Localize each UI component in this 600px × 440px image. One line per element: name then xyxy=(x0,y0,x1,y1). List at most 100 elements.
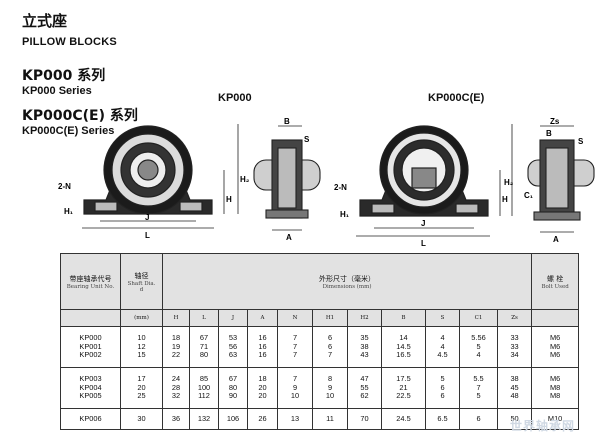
cell-l: 132 xyxy=(189,407,219,431)
cell-value: 80 xyxy=(199,350,209,360)
cell-value: 35 xyxy=(360,333,369,343)
series-kp000c-chinese: KP000C(E) 系列 xyxy=(22,108,138,124)
cell-value: 7 xyxy=(292,350,298,360)
cell-value: 6 xyxy=(327,341,333,351)
cell-value: 33 xyxy=(510,333,519,343)
kp000-side-view xyxy=(253,125,321,231)
cell-value: 20 xyxy=(137,382,146,392)
cell-value: 17.5 xyxy=(396,373,411,383)
cell-value: 62 xyxy=(360,391,369,401)
cell-value: 4 xyxy=(440,333,445,343)
cell-d: 30 xyxy=(120,407,163,431)
series-kp000-english: KP000 Series xyxy=(22,85,92,97)
series-kp000c-english: KP000C(E) Series xyxy=(22,125,115,137)
cell-value: 34 xyxy=(510,350,519,360)
cell-value: 28 xyxy=(171,382,181,392)
cell-value: KP004 xyxy=(79,382,102,392)
cell-value: 14 xyxy=(399,333,408,343)
cell-value: 7 xyxy=(327,350,333,360)
cell-value: 43 xyxy=(360,350,369,360)
cell-value: 14.5 xyxy=(396,341,411,351)
header-bolt: 螺 栓 Bolt Used xyxy=(531,253,580,310)
cell-value: 38 xyxy=(360,341,369,351)
units-cell: B xyxy=(381,309,426,327)
cell-value: 5.5 xyxy=(473,373,484,383)
cell-value: 4 xyxy=(476,350,481,360)
units-cell-blank xyxy=(60,309,121,327)
units-cell: H2 xyxy=(347,309,382,327)
cell-value: 56 xyxy=(228,341,238,351)
units-cell: H1 xyxy=(312,309,348,327)
dim-h2: H₂ xyxy=(240,175,250,184)
cell-value: 9 xyxy=(292,382,298,392)
units-cell: J xyxy=(218,309,248,327)
cell-value: M6 xyxy=(549,333,561,343)
cell-value: 22.5 xyxy=(396,391,411,401)
cell-value: 10 xyxy=(290,391,300,401)
dim-h-c: H xyxy=(502,195,508,204)
cell-value: 16.5 xyxy=(396,350,411,360)
cell-value: 18 xyxy=(171,333,181,343)
header-dimensions: 外形尺寸（毫米） Dimensions (mm) xyxy=(161,253,533,310)
dim-b-right: B xyxy=(546,129,552,138)
cell-value: M6 xyxy=(549,373,561,383)
cell-value: 32 xyxy=(171,391,181,401)
cell-value: 24 xyxy=(171,373,181,383)
cell-value: 25 xyxy=(137,391,146,401)
dim-l-c: L xyxy=(421,239,426,248)
dim-zs: Zs xyxy=(550,117,560,126)
cell-s: 6.5 xyxy=(425,407,460,431)
drawing-title-kp000c: KP000C(E) xyxy=(428,92,485,104)
units-cell: S xyxy=(425,309,460,327)
cell-a: 26 xyxy=(247,407,278,431)
header-unit-no: 带座轴承代号 Bearing Unit No. xyxy=(60,253,121,310)
cell-n: 13 xyxy=(277,407,313,431)
dim-s-left: S xyxy=(304,135,310,144)
cell-value: 38 xyxy=(510,373,519,383)
cell-zs: 50 xyxy=(496,407,533,431)
cell-value: 16 xyxy=(258,341,267,351)
cell-j: 106 xyxy=(218,407,248,431)
dim-b-left: B xyxy=(284,117,290,126)
cell-value: 5 xyxy=(476,341,481,351)
cell-b: 24.5 xyxy=(381,407,426,431)
cell-value: 5 xyxy=(476,391,481,401)
dim-a-right: A xyxy=(553,235,559,244)
dim-h1: H₁ xyxy=(64,207,74,216)
cell-value: 63 xyxy=(228,350,238,360)
cell-value: 7 xyxy=(292,373,298,383)
kp000c-front-view xyxy=(356,124,513,237)
cell-value: 19 xyxy=(171,341,181,351)
cell-bolt: M10 xyxy=(531,407,580,431)
cell-value: M8 xyxy=(549,382,561,392)
cell-value: 112 xyxy=(198,391,210,401)
dim-h: H xyxy=(226,195,232,204)
header-shaft-dia: 轴径 Shaft Dia. d xyxy=(120,253,163,310)
watermark: 世界轴承网 xyxy=(509,419,575,433)
cell-value: 12 xyxy=(137,341,146,351)
cell-value: 22 xyxy=(171,350,181,360)
cell-value: 8 xyxy=(327,373,333,383)
